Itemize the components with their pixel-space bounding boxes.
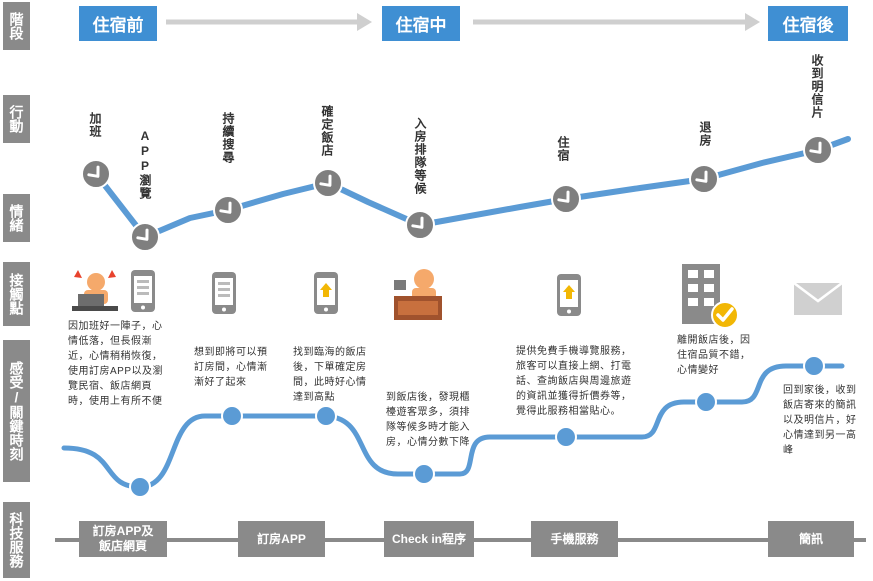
phone-upload-icon — [557, 274, 581, 316]
stage-after: 住宿後 — [768, 6, 848, 41]
emotion-node — [551, 184, 581, 214]
tech-booking-app: 訂房APP — [238, 521, 325, 557]
stage-before: 住宿前 — [79, 6, 157, 41]
action-confirm-hotel: 確定飯店 — [320, 105, 334, 157]
action-app-browse: APP瀏覽 — [138, 129, 152, 200]
feeling-text-2: 想到即將可以預訂房間，心情漸漸好了起來 — [194, 347, 268, 388]
action-checkin-queue: 入房排隊等候 — [413, 117, 427, 195]
emotion-node — [405, 210, 435, 240]
front-desk-icon — [394, 269, 442, 320]
stage-arrow-2 — [473, 13, 760, 31]
row-label-tech: 科技服務 — [3, 502, 30, 578]
tech-sms: 簡訊 — [768, 521, 854, 557]
action-stay: 住宿 — [556, 136, 570, 162]
feeling-dot — [315, 405, 337, 427]
action-keep-search: 持續搜尋 — [221, 112, 235, 164]
row-label-emotion: 情緒 — [3, 194, 30, 242]
action-checkout: 退房 — [698, 121, 712, 147]
emotion-node — [803, 135, 833, 165]
tech-mobile-service: 手機服務 — [531, 521, 618, 557]
feeling-dot — [413, 463, 435, 485]
action-overtime: 加班 — [88, 112, 102, 138]
feeling-text-4: 到飯店後，發現櫃檯遊客眾多，須排隊等候多時才能入房，心情分數下降 — [386, 392, 470, 448]
emotion-node — [313, 168, 343, 198]
feeling-text-3: 找到臨海的飯店後，下單確定房間，此時好心情達到高點 — [293, 347, 367, 403]
feeling-dot — [221, 405, 243, 427]
stressed-worker-icon — [72, 270, 118, 311]
phone-icon — [212, 272, 236, 314]
emotion-node — [81, 159, 111, 189]
tech-checkin: Check in程序 — [384, 521, 474, 557]
envelope-icon — [794, 283, 842, 315]
feeling-text-7: 回到家後，收到飯店寄來的簡訊以及明信片，好 心情達到另一高峰 — [783, 385, 857, 456]
row-label-feeling: 感受/關鍵時刻 — [3, 340, 30, 482]
action-receive-postcard: 收到明信片 — [810, 54, 824, 119]
feeling-text-5: 提供免費手機導覽服務，旅客可以直接上網、打電話、查詢飯店與周邊旅遊 的資訊並獲得… — [516, 346, 632, 417]
tech-booking-app-web: 訂房APP及 飯店網頁 — [79, 521, 167, 557]
hotel-building-check-icon — [682, 264, 739, 329]
emotion-curve — [93, 136, 851, 240]
phone-upload-icon — [314, 272, 338, 314]
row-label-touchpoint: 接觸點 — [3, 262, 30, 326]
feeling-dot — [803, 355, 825, 377]
feeling-text-1: 因加班好一陣子，心情低落，但長假漸近，心情稍稍恢復， 使用訂房APP以及瀏覽民宿… — [68, 321, 164, 407]
stage-arrow-1 — [166, 13, 372, 31]
stage-during: 住宿中 — [382, 6, 460, 41]
emotion-node — [689, 164, 719, 194]
row-label-action: 行動 — [3, 95, 30, 143]
emotion-node — [213, 195, 243, 225]
emotion-node — [130, 222, 160, 252]
row-label-stage: 階段 — [3, 2, 30, 50]
feeling-dot — [555, 426, 577, 448]
feeling-dot — [695, 391, 717, 413]
phone-icon — [131, 270, 155, 312]
feeling-text-6: 離開飯店後，因住宿品質不錯，心情變好 — [677, 335, 751, 376]
feeling-dot — [129, 476, 151, 498]
